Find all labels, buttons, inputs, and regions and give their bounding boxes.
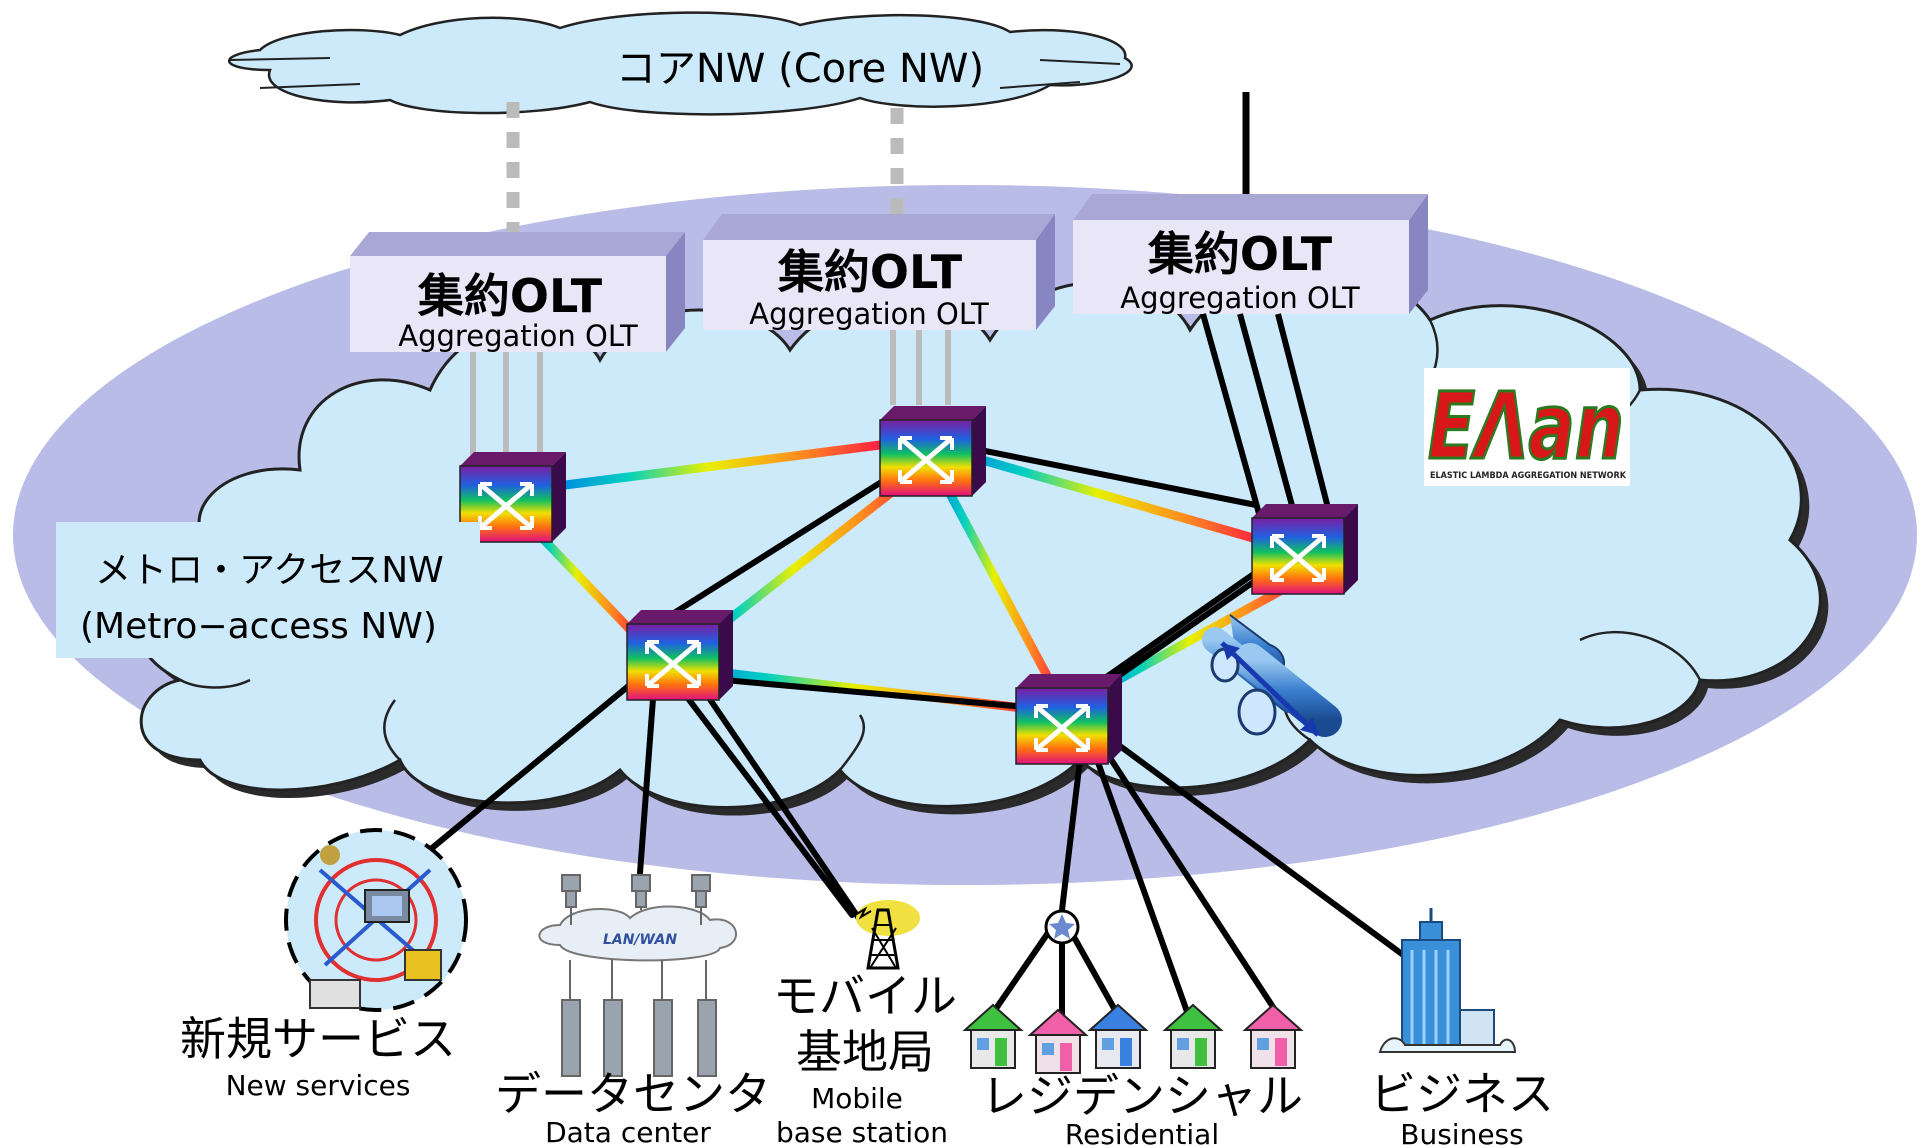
business-label-en: Business — [1400, 1118, 1523, 1147]
optical-switch — [879, 406, 986, 497]
olt-box-3: 集約OLT Aggregation OLT — [1073, 194, 1428, 315]
elan-logo: EΛan ELASTIC LAMBDA AGGREGATION NETWORK — [1424, 368, 1630, 486]
new-services-label-ja: 新規サービス — [180, 1012, 456, 1066]
house-icon — [1027, 1008, 1089, 1074]
metro-label-box — [56, 522, 480, 658]
new-services-label-en: New services — [226, 1069, 411, 1102]
olt-box-2: 集約OLT Aggregation OLT — [703, 214, 1055, 331]
olt-label-en: Aggregation OLT — [749, 297, 989, 331]
olt-label-en: Aggregation OLT — [398, 319, 638, 353]
residential-label-ja: レジデンシャル — [981, 1069, 1303, 1123]
optical-switch — [1251, 504, 1358, 595]
elan-logo-mark: EΛan — [1428, 373, 1624, 480]
business-building-icon — [1378, 908, 1517, 1053]
mobile-label-ja-1: モバイル — [773, 969, 957, 1023]
core-cloud — [227, 11, 1133, 116]
olt-label-ja: 集約OLT — [777, 245, 963, 299]
metro-label-en: (Metro−access NW) — [80, 606, 437, 647]
data-center-label-ja: データセンタ — [495, 1067, 771, 1121]
new-services-icon — [284, 828, 468, 1012]
house-icon — [1162, 1003, 1224, 1069]
residential-label-en: Residential — [1065, 1118, 1219, 1147]
business-label-ja: ビジネス — [1370, 1067, 1554, 1121]
data-center-icon: LAN/WAN — [538, 874, 737, 1077]
house-icon — [962, 1003, 1024, 1069]
metro-label-ja: メトロ・アクセスNW — [95, 550, 444, 591]
optical-switch — [626, 610, 733, 701]
core-cloud-contours — [229, 57, 1121, 89]
link-s2-s5 — [935, 470, 1065, 705]
base-station-icon — [854, 900, 920, 970]
optical-switch — [1015, 674, 1122, 765]
data-center-label-en: Data center — [545, 1116, 711, 1147]
olt-label-ja: 集約OLT — [1147, 227, 1333, 281]
link-s2-s4 — [960, 450, 1265, 545]
olt-switch-links — [470, 313, 1338, 536]
lan-wan-label: LAN/WAN — [603, 932, 677, 948]
core-network-label: コアNW (Core NW) — [616, 46, 984, 92]
mobile-label-en-1: Mobile — [811, 1082, 903, 1115]
mobile-label-en-2: base station — [776, 1116, 948, 1147]
olt-box-1: 集約OLT Aggregation OLT — [350, 232, 685, 353]
olt-label-en: Aggregation OLT — [1120, 281, 1360, 315]
link-s1-s2 — [560, 440, 885, 490]
olt-label-ja: 集約OLT — [417, 269, 603, 323]
fiber-pipes-icon — [1202, 614, 1342, 737]
house-icon — [1087, 1003, 1149, 1069]
mobile-label-ja-2: 基地局 — [796, 1025, 934, 1079]
elan-logo-subtitle: ELASTIC LAMBDA AGGREGATION NETWORK — [1430, 471, 1626, 481]
house-icon — [1242, 1003, 1304, 1069]
link-s5-s4 — [1095, 575, 1305, 695]
splitter-icon — [1044, 909, 1080, 945]
core-uplinks — [506, 92, 1250, 235]
